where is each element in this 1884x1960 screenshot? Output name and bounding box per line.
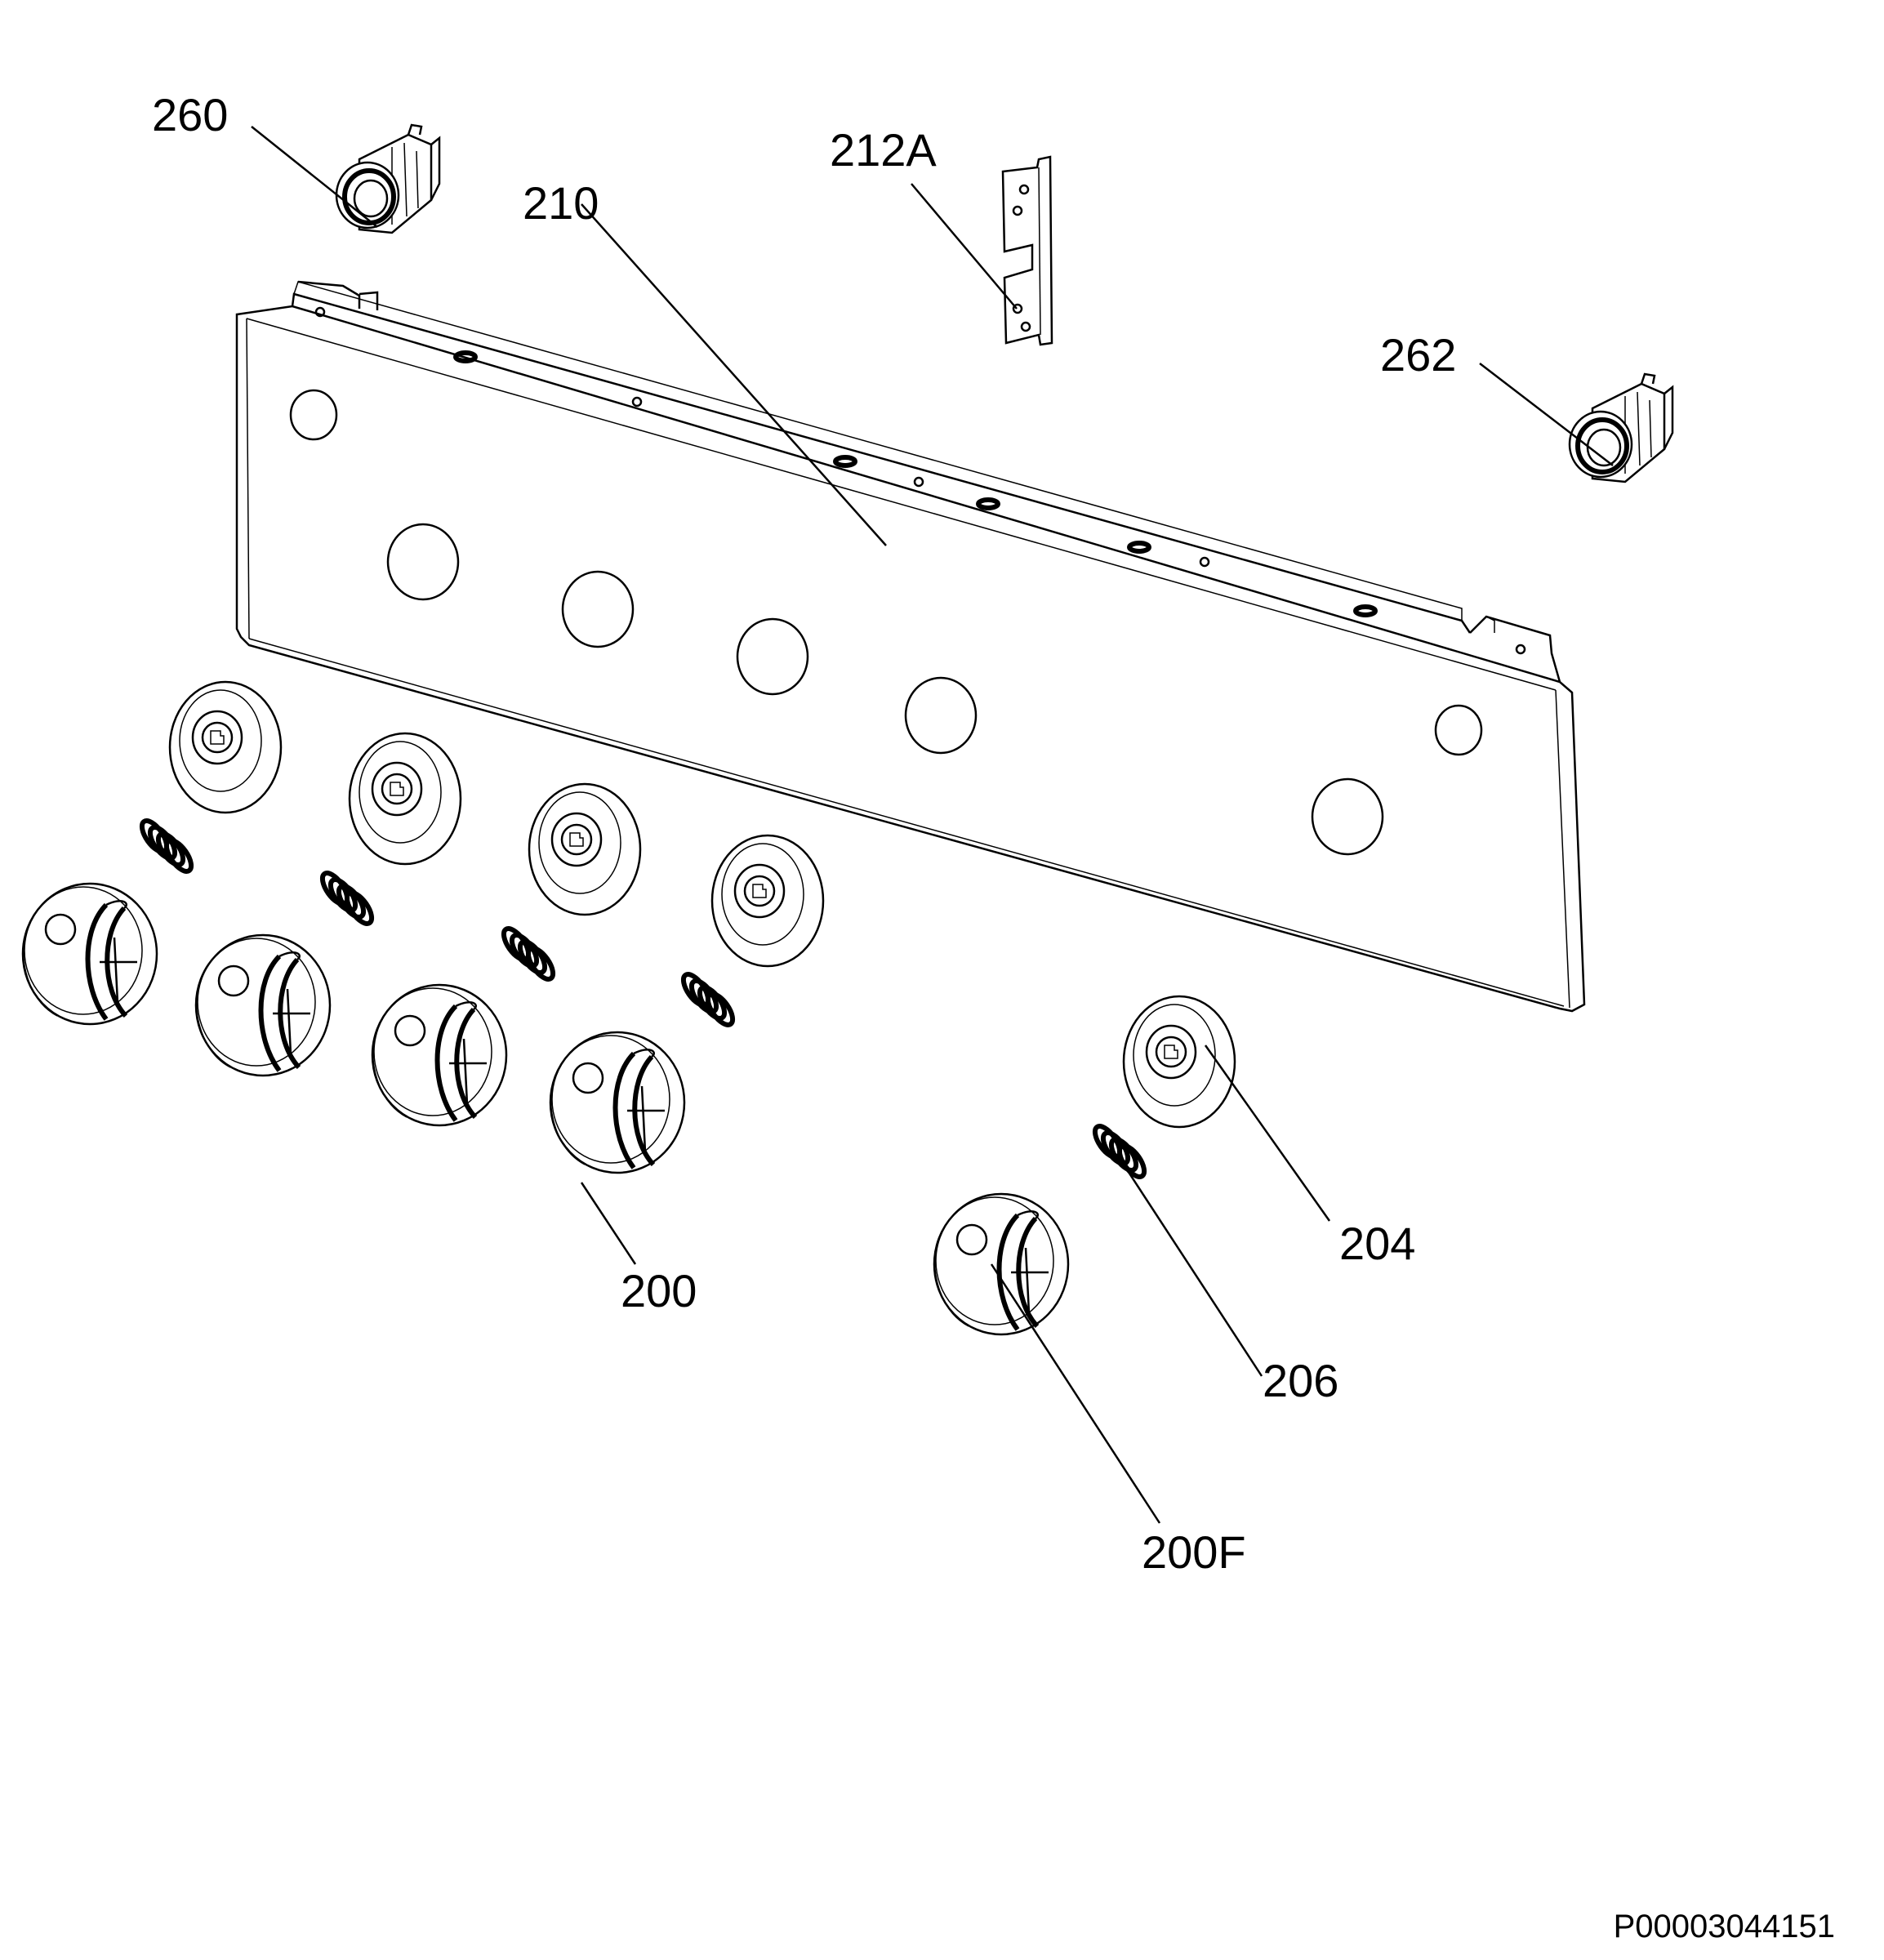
control-knob-200f [934,1194,1068,1334]
label-200f: 200F [1142,1526,1246,1578]
indicator-lamp-262 [1570,374,1672,482]
label-260: 260 [152,89,228,140]
label-200: 200 [621,1265,697,1316]
document-code: P00003044151 [1614,1909,1835,1944]
label-212a: 212A [830,124,937,176]
control-knob-group-200 [23,884,684,1173]
leader-lines [251,126,1614,1524]
control-panel-210 [235,280,1586,1013]
label-210: 210 [523,177,599,229]
mounting-bracket-212a [1001,155,1053,346]
label-206: 206 [1263,1355,1338,1406]
label-204: 204 [1339,1218,1415,1269]
label-262: 262 [1380,329,1456,381]
indicator-lamp-260 [336,125,439,233]
